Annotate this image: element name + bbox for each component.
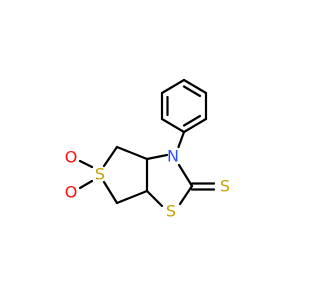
bond-s-o-lower <box>78 179 94 190</box>
bond-ph-1 <box>160 78 186 95</box>
bond-ph-double-3 <box>182 85 202 98</box>
thiazolidine-ring <box>145 153 194 208</box>
bond-s-o-upper <box>78 159 94 169</box>
bond-c2-s1 <box>178 184 194 206</box>
structure-drawing: N S S S O O <box>65 78 230 221</box>
bond-ph-3 <box>160 117 186 134</box>
phenyl-ring <box>160 78 208 134</box>
atom-label-o-lower: O <box>65 183 78 202</box>
sulfolane-ring <box>102 145 149 205</box>
bond-s5-c6 <box>102 180 119 205</box>
atom-label-n3: N <box>167 147 179 166</box>
atom-label-s1: S <box>166 202 176 221</box>
bond-c6-c6a <box>115 189 149 205</box>
molecule-canvas: N S S S O O <box>65 78 230 221</box>
bond-n-c2 <box>177 163 194 188</box>
bond-ph-double-2 <box>182 114 202 127</box>
atom-label-o-upper: O <box>65 148 78 167</box>
bond-ph-6 <box>182 78 208 95</box>
atom-label-s-exo: S <box>220 177 230 196</box>
bond-ph-4 <box>182 117 208 134</box>
bond-n-c3a <box>145 153 169 161</box>
bond-ph-n <box>177 130 186 149</box>
bond-c4-s5 <box>102 145 119 168</box>
bond-s1-c6a <box>145 189 164 208</box>
bond-c3a-c4 <box>115 145 149 161</box>
atom-label-s5: S <box>95 165 105 184</box>
